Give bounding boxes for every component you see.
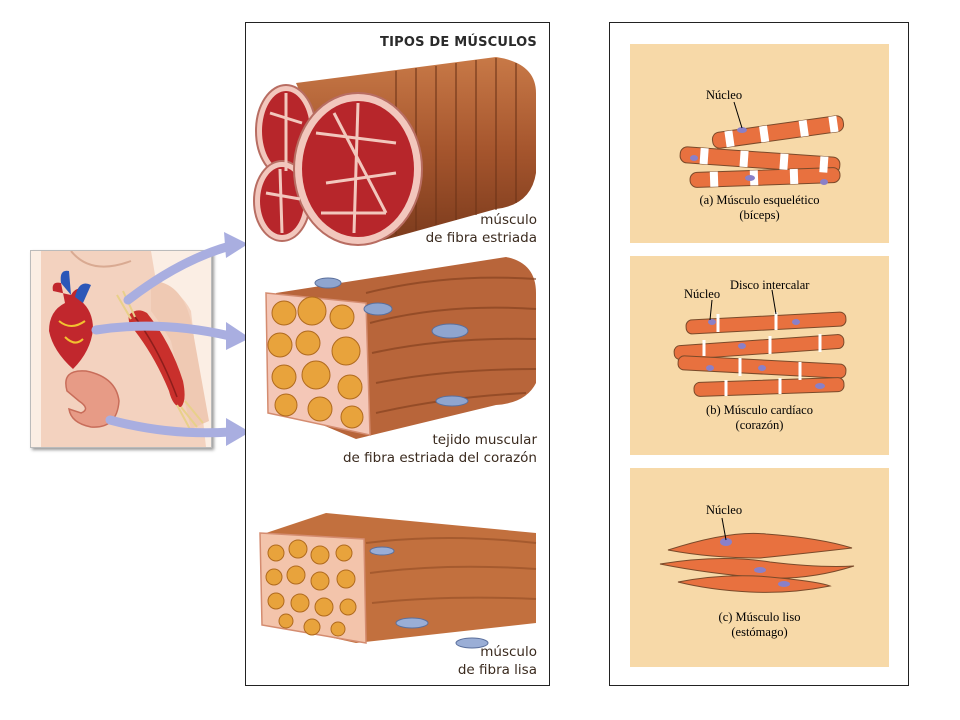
smooth-fibers-drawing xyxy=(659,517,855,593)
muscle-cells-panel: Núcleo (a) Músculo esquelético (bíceps) xyxy=(609,22,909,686)
arrow-to-skeletal xyxy=(123,232,248,305)
smooth-nuclei xyxy=(369,546,489,649)
cardiac-nuclei xyxy=(314,277,469,407)
panel-title: TIPOS DE MÚSCULOS xyxy=(380,35,537,50)
smooth-label-line1: músculo xyxy=(480,644,537,660)
striated-label-line1: músculo xyxy=(480,212,537,228)
torso-drawing xyxy=(41,251,209,447)
stomach-icon xyxy=(65,370,120,428)
cardiac-fibers-drawing xyxy=(673,289,847,397)
heart-icon xyxy=(49,270,93,369)
cardiac-nucleus-label: Núcleo xyxy=(684,287,721,301)
smooth-caption-line1: (c) Músculo liso xyxy=(718,610,801,624)
smooth-label-line2: de fibra lisa xyxy=(457,662,537,678)
skeletal-caption-line2: (bíceps) xyxy=(739,208,780,222)
cardiac-box: Núcleo Disco intercalar (b) Músculo card… xyxy=(630,256,889,455)
skeletal-nucleus-label: Núcleo xyxy=(706,88,743,102)
striated-label-line2: de fibra estriada xyxy=(425,230,537,246)
smooth-box: Núcleo (c) Músculo liso (estómago) xyxy=(630,468,889,667)
cardiac-tissue-illustration xyxy=(265,257,537,439)
cardiac-caption-line2: (corazón) xyxy=(735,418,784,432)
skeletal-caption-line1: (a) Músculo esquelético xyxy=(699,193,820,207)
skeletal-box: Núcleo (a) Músculo esquelético (bíceps) xyxy=(630,44,889,243)
biceps-muscle-icon xyxy=(116,290,204,432)
smooth-nucleus-label: Núcleo xyxy=(706,503,743,517)
smooth-caption-line2: (estómago) xyxy=(731,625,788,639)
body-illustration xyxy=(30,250,212,448)
muscle-types-panel: TIPOS DE MÚSCULOS xyxy=(245,22,550,686)
skeletal-fibers-drawing xyxy=(679,101,845,188)
arrow-to-cardiac xyxy=(91,321,250,350)
cardiac-label-line1: tejido muscular xyxy=(432,432,537,448)
intercalated-disc-label: Disco intercalar xyxy=(730,278,810,292)
smooth-muscle-illustration xyxy=(259,513,537,649)
cardiac-label-line2: de fibra estriada del corazón xyxy=(342,450,537,466)
arrow-to-smooth xyxy=(105,415,250,446)
cardiac-caption-line1: (b) Músculo cardíaco xyxy=(706,403,813,417)
striated-muscle-illustration xyxy=(253,57,536,246)
